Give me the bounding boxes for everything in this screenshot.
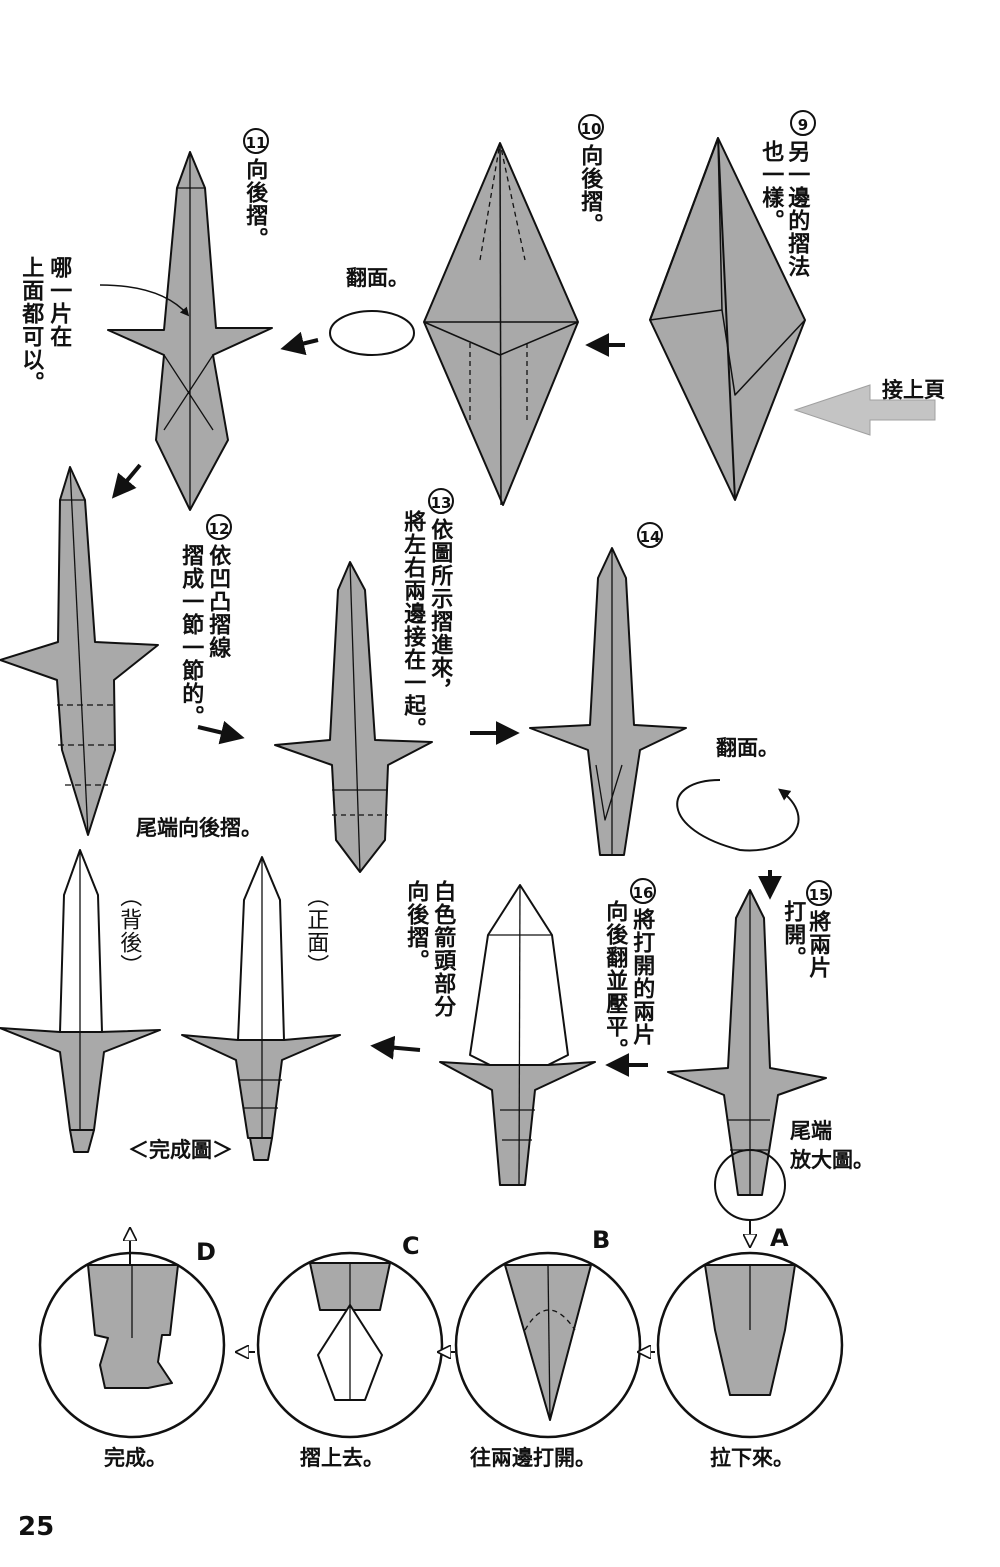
front-view-label: （正面） xyxy=(303,885,329,977)
detail-arrows xyxy=(130,1149,786,1352)
continue-label: 接上頁 xyxy=(882,378,945,402)
step16-text: 將打開的兩片 xyxy=(629,908,655,1046)
step11-text: 向後摺。 xyxy=(242,158,268,250)
process-arrows xyxy=(111,331,782,1077)
complete-figure-label: ＜完成圖＞ xyxy=(128,1138,233,1162)
tail-zoom-note-2: 放大圖。 xyxy=(790,1148,874,1172)
detail-circle-b xyxy=(454,1251,642,1439)
detail-d-letter: D xyxy=(196,1238,216,1266)
page-number: 25 xyxy=(18,1512,55,1542)
flip-note-2: 翻面。 xyxy=(716,736,779,760)
back-view-label: （背後） xyxy=(116,885,142,977)
step16-text2: 向後翻並壓平。 xyxy=(602,900,628,1061)
step15-number: 15 xyxy=(806,880,832,906)
front-view-diagram xyxy=(181,856,341,1161)
step12-number: 12 xyxy=(206,514,232,540)
flip-note-1: 翻面。 xyxy=(346,266,409,290)
step16-number: 16 xyxy=(630,878,656,904)
white-arrow-note-1: 白色箭頭部分 xyxy=(430,880,456,1018)
step14-number: 14 xyxy=(637,522,663,548)
step14-diagram xyxy=(529,547,687,856)
detail-b-letter: B xyxy=(592,1226,611,1254)
step12-text: 依凹凸摺線 xyxy=(205,544,231,659)
detail-c-letter: C xyxy=(402,1232,420,1260)
tail-zoom-note-1: 尾端 xyxy=(790,1119,832,1143)
detail-circle-a xyxy=(656,1251,844,1439)
step12-text2: 摺成一節一節的。 xyxy=(178,544,204,728)
step9-number: 9 xyxy=(790,110,816,136)
detail-c-caption: 摺上去。 xyxy=(300,1446,384,1470)
either-piece-note-1: 哪一片在 xyxy=(46,256,72,348)
step9-text2: 也一樣。 xyxy=(758,140,784,232)
detail-d-caption: 完成。 xyxy=(104,1446,167,1470)
back-view-diagram xyxy=(0,849,161,1153)
detail-a-letter: A xyxy=(770,1224,789,1252)
continue-arrow xyxy=(793,384,936,436)
step11-number: 11 xyxy=(243,128,269,154)
either-piece-note-2: 上面都可以。 xyxy=(18,256,44,394)
step15-text: 將兩片 xyxy=(805,910,831,979)
step11-diagram xyxy=(107,151,273,511)
step9-diagram xyxy=(649,137,806,501)
step13-number: 13 xyxy=(428,488,454,514)
step13-diagram xyxy=(274,561,433,873)
detail-a-caption: 拉下來。 xyxy=(710,1446,794,1470)
step9-text: 另一邊的摺法 xyxy=(784,140,810,278)
step13-text2: 將左右兩邊接在一起。 xyxy=(400,510,426,740)
detail-circle-d xyxy=(38,1251,226,1439)
step10-diagram xyxy=(423,142,579,506)
white-arrow-note-2: 向後摺。 xyxy=(403,880,429,972)
step13-text: 依圖所示摺進來， xyxy=(427,518,453,702)
tail-back-note: 尾端向後摺。 xyxy=(136,816,262,840)
detail-b-caption: 往兩邊打開。 xyxy=(470,1446,596,1470)
step12-diagram xyxy=(0,466,159,836)
detail-circle-c xyxy=(256,1251,444,1439)
step16-diagram xyxy=(439,884,596,1186)
step10-number: 10 xyxy=(578,114,604,140)
step15-text2: 打開。 xyxy=(780,900,806,969)
step10-text: 向後摺。 xyxy=(577,144,603,236)
flip-loops xyxy=(99,284,800,852)
